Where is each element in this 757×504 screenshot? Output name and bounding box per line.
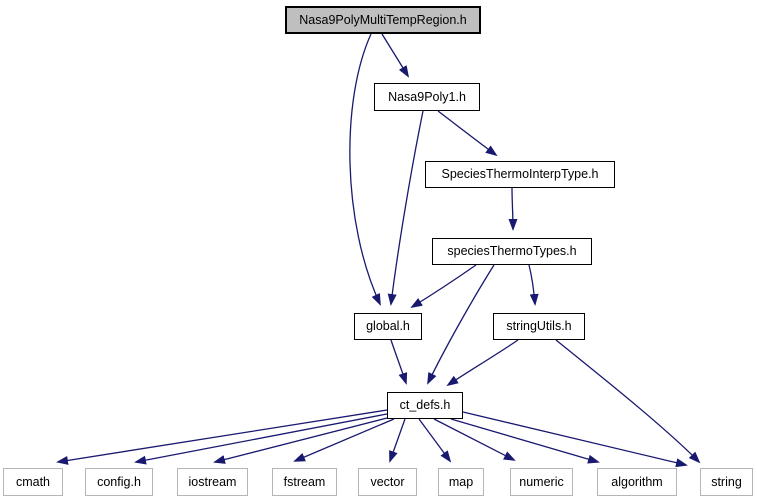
node-config-h: config.h	[85, 468, 153, 496]
node-algorithm: algorithm	[597, 468, 677, 496]
node-nasa9poly1-h[interactable]: Nasa9Poly1.h	[374, 83, 480, 111]
node-vector: vector	[358, 468, 417, 496]
edge-ctdefs-to-map	[418, 418, 452, 463]
edge-speciesthermointerptype-to-speciesthermotypes	[508, 187, 518, 231]
edge-stringutils-to-string	[555, 339, 701, 464]
node-numeric: numeric	[510, 468, 573, 496]
node-global-h[interactable]: global.h	[354, 313, 422, 340]
edge-speciesthermotypes-to-stringutils	[528, 264, 539, 306]
node-speciesthermointerptype-h[interactable]: SpeciesThermoInterpType.h	[425, 161, 615, 188]
edge-ctdefs-to-fstream	[293, 418, 395, 462]
edge-ctdefs-to-vector	[389, 418, 406, 463]
edge-nasa9polymultitempregion-to-nasa9poly1	[381, 33, 410, 78]
node-nasa9polymultitempregion-h: Nasa9PolyMultiTempRegion.h	[285, 6, 481, 34]
node-string: string	[700, 468, 753, 496]
edge-global-to-ctdefs	[390, 339, 408, 385]
edge-ctdefs-to-cmath	[56, 409, 388, 465]
edge-nasa9poly1-to-speciesthermointerptype	[437, 110, 498, 157]
edge-nasa9polymultitempregion-to-global	[349, 33, 381, 306]
edge-ctdefs-to-iostream	[213, 417, 388, 464]
edge-stringutils-to-ctdefs	[446, 339, 519, 387]
edge-speciesthermotypes-to-ctdefs	[427, 264, 495, 385]
edge-nasa9poly1-to-global	[387, 110, 424, 306]
node-map: map	[438, 468, 484, 496]
node-fstream: fstream	[272, 468, 337, 496]
edge-ctdefs-to-string	[462, 411, 688, 468]
node-speciesthermotypes-h[interactable]: speciesThermoTypes.h	[432, 238, 592, 265]
node-ct-defs-h[interactable]: ct_defs.h	[387, 392, 463, 419]
edge-speciesthermotypes-to-global	[410, 264, 477, 309]
edge-ctdefs-to-config	[134, 413, 388, 465]
edge-ctdefs-to-algorithm	[450, 418, 600, 464]
node-cmath: cmath	[3, 468, 63, 496]
edge-ctdefs-to-numeric	[433, 418, 516, 461]
node-iostream: iostream	[177, 468, 248, 496]
node-stringutils-h[interactable]: stringUtils.h	[493, 313, 585, 340]
